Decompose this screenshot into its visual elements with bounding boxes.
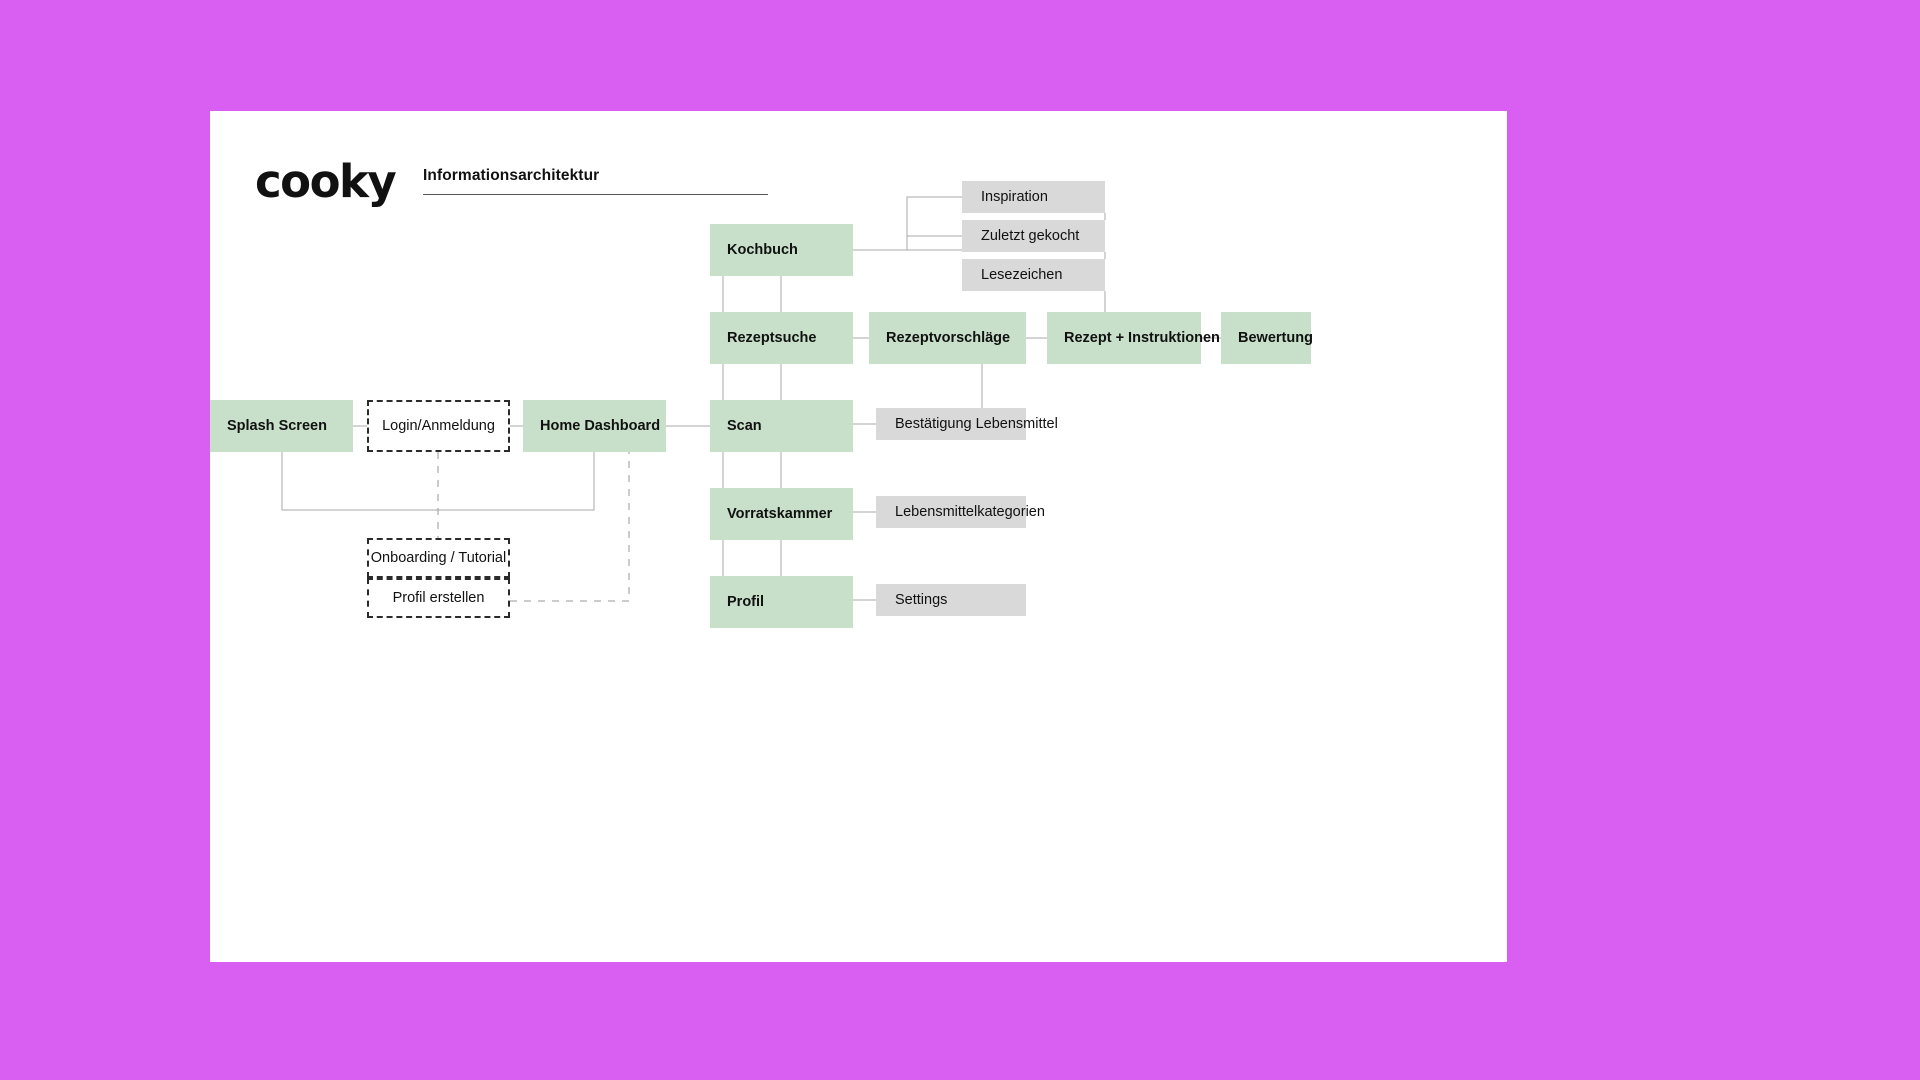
title-underline: [423, 194, 768, 195]
node-label: Profil: [727, 594, 765, 610]
node-label: Login/Anmeldung: [382, 418, 495, 434]
edge-kochbuch-inspiration: [906, 196, 962, 250]
node-rezeptsuche[interactable]: Rezeptsuche: [710, 312, 853, 364]
node-label: Inspiration: [981, 189, 1048, 205]
node-label: Scan: [727, 418, 762, 434]
node-home-dashboard[interactable]: Home Dashboard: [523, 400, 666, 452]
node-label: Kochbuch: [727, 242, 798, 258]
node-label: Zuletzt gekocht: [981, 228, 1080, 244]
node-kochbuch[interactable]: Kochbuch: [710, 224, 853, 276]
node-label: Splash Screen: [227, 418, 327, 434]
node-label: Home Dashboard: [540, 418, 661, 434]
node-lebensmittelkategorien[interactable]: Lebensmittelkategorien: [876, 496, 1045, 528]
node-label: Vorratskammer: [727, 506, 833, 522]
node-label: Rezept + Instruktionen: [1064, 330, 1220, 346]
node-onboarding-tutorial[interactable]: Onboarding / Tutorial: [367, 538, 510, 578]
node-label: Lesezeichen: [981, 267, 1063, 283]
node-scan[interactable]: Scan: [710, 400, 853, 452]
node-label: Rezeptvorschläge: [886, 330, 1011, 346]
node-profil[interactable]: Profil: [710, 576, 853, 628]
node-vorratskammer[interactable]: Vorratskammer: [710, 488, 853, 540]
node-label: Lebensmittelkategorien: [895, 504, 1045, 520]
page-title: Informationsarchitektur: [423, 167, 768, 195]
app-logo: cooky: [255, 155, 397, 208]
node-label: Onboarding / Tutorial: [370, 550, 507, 566]
node-bestaetigung-lebensmittel[interactable]: Bestätigung Lebensmittel: [876, 408, 1058, 440]
edge-profilerstellen-home: [510, 452, 630, 602]
node-bewertung[interactable]: Bewertung: [1221, 312, 1313, 364]
node-label: Profil erstellen: [392, 590, 485, 606]
node-settings[interactable]: Settings: [876, 584, 1026, 616]
node-profil-erstellen[interactable]: Profil erstellen: [367, 578, 510, 618]
node-label: Bewertung: [1238, 330, 1313, 346]
node-inspiration[interactable]: Inspiration: [962, 181, 1105, 213]
node-zuletzt-gekocht[interactable]: Zuletzt gekocht: [962, 220, 1105, 252]
node-rezeptvorschlaege[interactable]: Rezeptvorschläge: [869, 312, 1026, 364]
node-login-anmeldung[interactable]: Login/Anmeldung: [367, 400, 510, 452]
node-lesezeichen[interactable]: Lesezeichen: [962, 259, 1105, 291]
node-rezept-instruktionen[interactable]: Rezept + Instruktionen: [1047, 312, 1220, 364]
node-splash-screen[interactable]: Splash Screen: [210, 400, 353, 452]
artboard: cooky Informationsarchitektur Splash Scr…: [210, 111, 1507, 962]
node-label: Rezeptsuche: [727, 330, 817, 346]
node-label: Settings: [895, 592, 948, 608]
connector-layer: [281, 196, 1221, 603]
